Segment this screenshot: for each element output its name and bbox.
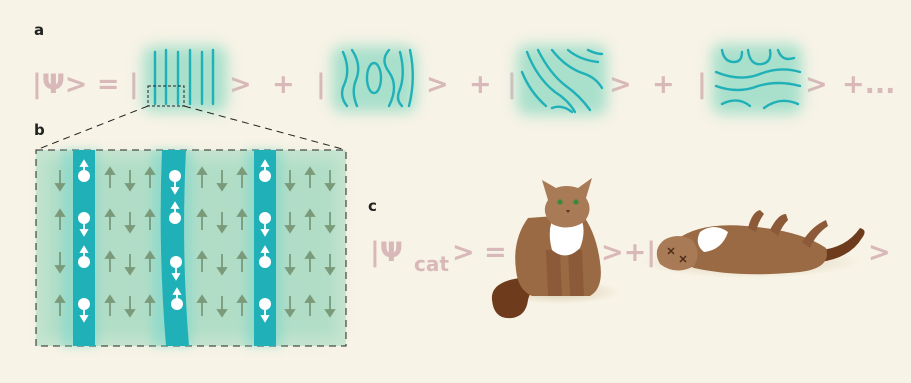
equation-a-ket-close-4: > [805, 69, 828, 100]
zoom-lines [35, 105, 347, 151]
equation-a-ket-open-4: | [697, 69, 707, 100]
lying-cat-icon [640, 210, 865, 278]
equation-a-ket-close-1: > [229, 69, 252, 100]
equation-c-close: > [868, 237, 891, 268]
panel-label-a: a [34, 21, 45, 39]
equation-c-eq-open: > = | [452, 237, 526, 268]
equation-c-subscript: cat [414, 252, 449, 276]
pattern-straight-lines [143, 46, 227, 112]
equation-a-plus-3: + [652, 69, 675, 100]
equation-a-tail: +... [842, 69, 896, 100]
panel-label-c: c [368, 197, 377, 215]
pattern-curved-loops [332, 46, 416, 112]
pattern-bent-lines [517, 45, 607, 115]
equation-a-ket-close-2: > [426, 69, 449, 100]
equation-a-lhs: |Ψ> = | [32, 69, 139, 100]
sitting-cat-icon [491, 178, 620, 319]
equation-a-ket-open-3: | [507, 69, 517, 100]
equation-a-plus-1: + [272, 69, 295, 100]
equation-c-psi: |Ψ [370, 237, 403, 268]
panel-label-b: b [34, 121, 45, 139]
equation-a-ket-close-3: > [609, 69, 632, 100]
pattern-wavy-lines [712, 44, 802, 114]
equation-a-ket-open-2: | [316, 69, 326, 100]
equation-a-plus-2: + [469, 69, 492, 100]
spin-arrows [54, 166, 336, 318]
wall-spins [78, 159, 271, 323]
